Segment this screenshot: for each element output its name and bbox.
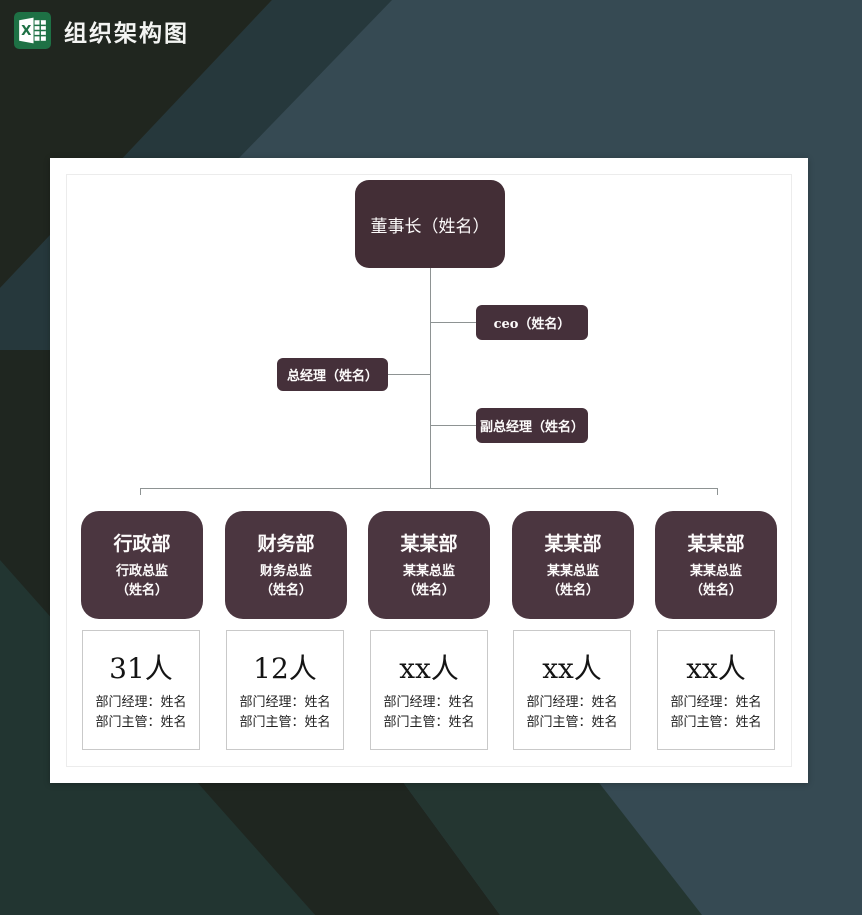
supervisor-line: 部门主管：姓名 <box>383 715 475 730</box>
dept-info-card-1: 31人 部门经理：姓名 部门主管：姓名 <box>82 630 200 750</box>
dept-node-5[interactable]: 某某部 某某总监（姓名） <box>655 511 777 619</box>
card-inner-border <box>66 174 792 767</box>
dept-director: 财务总监（姓名） <box>259 564 312 598</box>
headcount: 31人 <box>109 651 173 685</box>
headcount: xx人 <box>686 651 746 685</box>
dept-director: 行政总监（姓名） <box>115 564 168 598</box>
page-title: 组织架构图 <box>64 20 189 47</box>
dept-name: 财务部 <box>257 533 315 556</box>
dept-node-4[interactable]: 某某部 某某总监（姓名） <box>512 511 634 619</box>
dept-director: 某某总监（姓名） <box>546 564 599 598</box>
exec-node-dgm-label: 副总经理（姓名） <box>479 420 584 435</box>
dept-director: 某某总监（姓名） <box>402 564 455 598</box>
exec-node-ceo-label: ceo（姓名） <box>493 317 571 332</box>
connector-gm <box>388 374 430 375</box>
exec-node-deputy-gm[interactable]: 副总经理（姓名） <box>476 408 588 443</box>
dept-director: 某某总监（姓名） <box>689 564 742 598</box>
bracket-tick-left <box>140 488 141 495</box>
svg-text:X: X <box>21 24 32 39</box>
org-chart-card: 董事长（姓名） ceo（姓名） 总经理（姓名） 副总经理（姓名） 行政部 行政总… <box>50 158 808 783</box>
dept-node-2[interactable]: 财务部 财务总监（姓名） <box>225 511 347 619</box>
manager-line: 部门经理：姓名 <box>95 694 187 710</box>
dept-name: 某某部 <box>687 533 745 556</box>
dept-name: 某某部 <box>544 533 602 556</box>
header: X 组织架构图 <box>14 12 189 49</box>
manager-line: 部门经理：姓名 <box>239 694 331 710</box>
supervisor-line: 部门主管：姓名 <box>526 715 618 730</box>
manager-line: 部门经理：姓名 <box>526 694 618 710</box>
headcount: xx人 <box>399 651 459 685</box>
manager-line: 部门经理：姓名 <box>383 694 475 710</box>
dept-node-1[interactable]: 行政部 行政总监（姓名） <box>81 511 203 619</box>
supervisor-line: 部门主管：姓名 <box>95 715 187 730</box>
bracket-tick-right <box>717 488 718 495</box>
manager-line: 部门经理：姓名 <box>670 694 762 710</box>
dept-name: 行政部 <box>113 533 171 556</box>
connector-ceo <box>431 322 476 323</box>
dept-info-card-5: xx人 部门经理：姓名 部门主管：姓名 <box>657 630 775 750</box>
root-node-label: 董事长（姓名） <box>370 216 490 237</box>
supervisor-line: 部门主管：姓名 <box>239 715 331 730</box>
connector-dgm <box>431 425 476 426</box>
connector-departments-bracket <box>140 488 717 489</box>
exec-node-ceo[interactable]: ceo（姓名） <box>476 305 588 340</box>
exec-node-general-manager[interactable]: 总经理（姓名） <box>277 358 388 391</box>
dept-info-card-4: xx人 部门经理：姓名 部门主管：姓名 <box>513 630 631 750</box>
exec-node-gm-label: 总经理（姓名） <box>286 369 378 384</box>
dept-node-3[interactable]: 某某部 某某总监（姓名） <box>368 511 490 619</box>
excel-icon: X <box>14 12 51 49</box>
supervisor-line: 部门主管：姓名 <box>670 715 762 730</box>
headcount: 12人 <box>253 651 317 685</box>
connector-vertical-main <box>430 268 431 488</box>
root-node-chairman[interactable]: 董事长（姓名） <box>355 180 505 268</box>
headcount: xx人 <box>542 651 602 685</box>
dept-name: 某某部 <box>400 533 458 556</box>
dept-info-card-2: 12人 部门经理：姓名 部门主管：姓名 <box>226 630 344 750</box>
dept-info-card-3: xx人 部门经理：姓名 部门主管：姓名 <box>370 630 488 750</box>
